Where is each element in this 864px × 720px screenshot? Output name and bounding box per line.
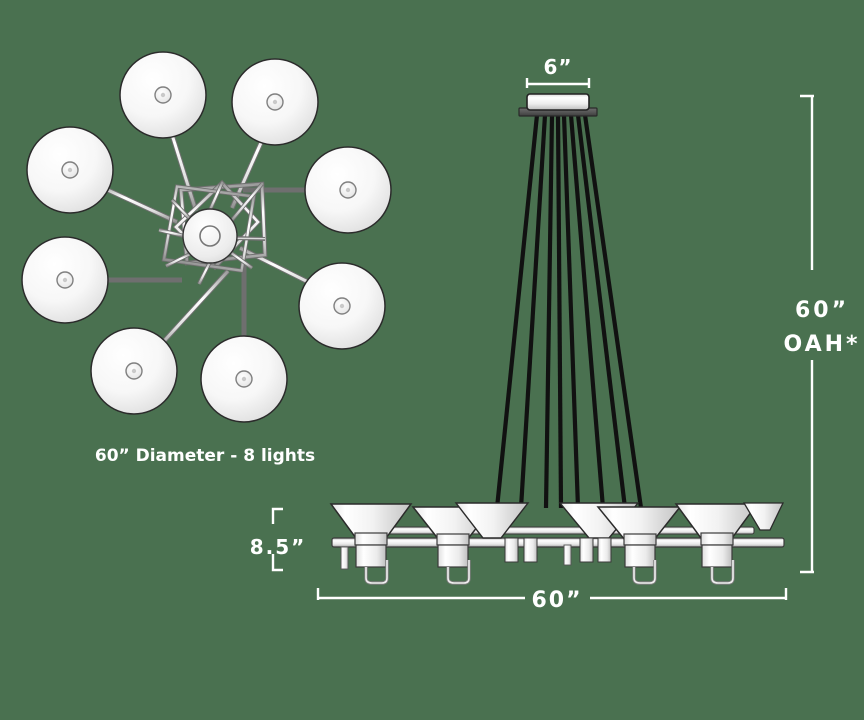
shade-plan-1 (119, 51, 207, 139)
plan-center-hub (182, 208, 238, 264)
shade-plan-7-dot (62, 277, 68, 283)
cable-3 (543, 114, 555, 509)
wire-hook-6-hl (711, 560, 734, 584)
ceiling-canopy (518, 93, 598, 117)
shade-height-dimension: 8.5” (250, 507, 307, 572)
wire-hook-1-hl (365, 560, 388, 584)
overall-height-dimension: 60” OAH* (783, 94, 860, 574)
shade-plan-2 (231, 58, 319, 146)
elevation-view-group (329, 93, 785, 585)
plan-shade-discs (21, 51, 392, 423)
plan-hub-frame (158, 179, 268, 285)
light-unit-6 (674, 503, 759, 585)
shade-collar-5 (623, 533, 657, 546)
light-unit-3 (454, 502, 538, 563)
hub-inner-ring (199, 225, 221, 247)
canopy-width-dimension-line (525, 78, 591, 88)
cable-6 (568, 114, 606, 509)
light-unit-1 (329, 503, 413, 585)
socket-body-4 (579, 537, 594, 563)
socket-body-1 (355, 544, 387, 568)
socket-body-6 (701, 544, 733, 568)
hub-disc (182, 208, 238, 264)
socket-body-5 (624, 544, 656, 568)
shade-plan-8 (26, 126, 114, 214)
canopy-width-label: 6” (543, 55, 572, 79)
overall-width-dimension-line (316, 588, 788, 600)
shade-plan-3-dot (345, 187, 351, 193)
shade-plan-4 (298, 262, 386, 350)
cable-2 (518, 114, 548, 509)
shade-plan-1-dot (160, 92, 166, 98)
canopy-body (526, 93, 590, 111)
shade-collar-1 (354, 532, 388, 546)
shade-cone-7 (742, 502, 785, 531)
drop-stem-center (563, 544, 572, 566)
shade-plan-5-dot (241, 376, 247, 382)
cable-1 (494, 114, 540, 509)
suspension-cables (494, 114, 644, 509)
cable-7 (575, 114, 628, 509)
shade-plan-8-dot (67, 167, 73, 173)
shade-height-label: 8.5” (250, 535, 307, 559)
shade-plan-6-dot (131, 368, 137, 374)
light-unit-7 (742, 502, 785, 531)
shade-plan-7 (21, 236, 109, 324)
cable-4 (555, 114, 564, 509)
cable-5 (561, 114, 581, 509)
dimension-annotations: 6” 60” OAH* 8.5” 60” (250, 55, 860, 613)
wire-hook-5-hl (633, 560, 656, 584)
plan-view-group: 60” Diameter - 8 lights (21, 51, 392, 466)
hub-frame-quad-c-hl (162, 185, 256, 272)
shade-plan-2-dot (272, 99, 278, 105)
shade-cone-3 (454, 502, 530, 539)
shade-plan-4-dot (339, 303, 345, 309)
overall-width-label: 60” (531, 588, 582, 613)
socket-body-2 (437, 544, 469, 568)
plan-view-caption: 60” Diameter - 8 lights (95, 446, 315, 466)
socket-body-4b (597, 537, 612, 563)
center-drop-stems (340, 544, 572, 570)
overall-width-dimension: 60” (316, 588, 788, 613)
light-unit-5 (596, 506, 682, 585)
shade-height-bracket (271, 507, 283, 572)
shade-plan-5 (200, 335, 288, 423)
canopy-width-dimension: 6” (525, 55, 591, 88)
cable-8 (582, 114, 644, 509)
plan-arm-8-hl (96, 183, 178, 224)
overall-height-dimension-line (800, 94, 814, 574)
hub-spokes-hl (158, 182, 266, 285)
overall-height-label-line1: 60” (795, 298, 849, 323)
socket-body-3b (523, 537, 538, 563)
light-units (329, 502, 785, 585)
shade-plan-3 (304, 146, 392, 234)
wire-hook-2-hl (447, 560, 470, 584)
drop-stem-left (340, 546, 349, 570)
socket-body-3 (504, 537, 519, 563)
plan-arm-6-hl (153, 269, 230, 353)
shade-collar-2 (436, 533, 470, 546)
overall-height-label-line2: OAH* (783, 332, 860, 357)
shade-collar-6 (700, 532, 734, 546)
shade-plan-6 (90, 327, 178, 415)
